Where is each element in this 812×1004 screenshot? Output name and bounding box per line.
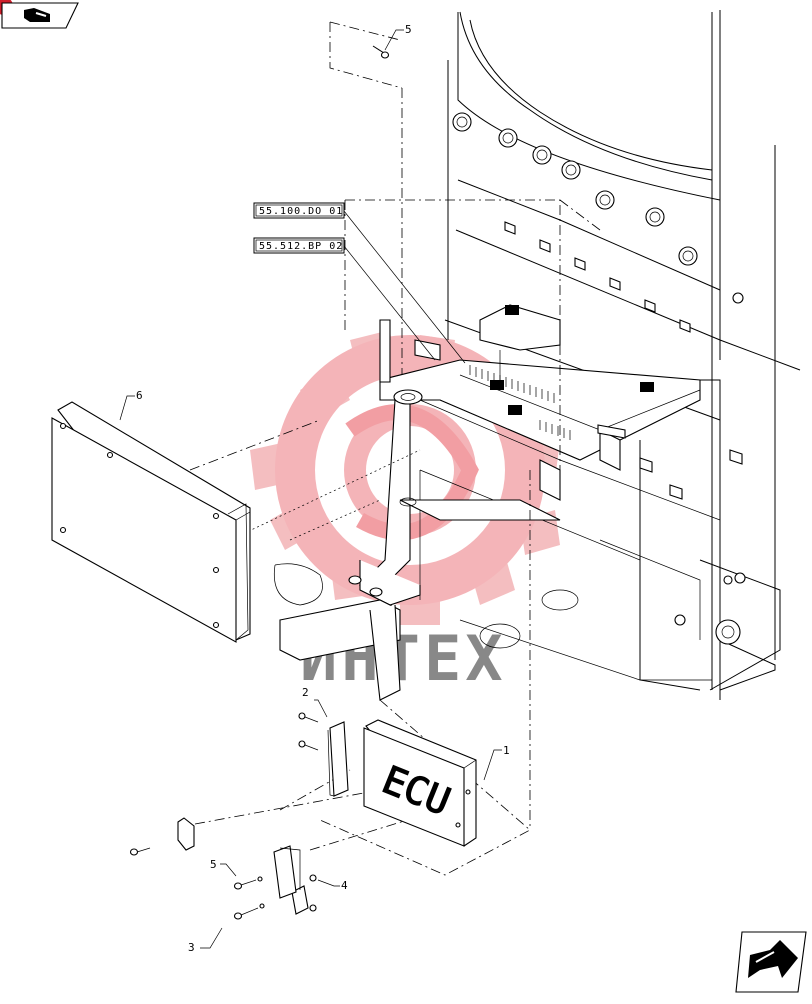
forward-nav-button[interactable] — [735, 931, 807, 993]
ecu-alignment-lines — [189, 199, 601, 876]
bolt-icon — [372, 45, 390, 59]
forward-arrow-icon — [748, 940, 798, 978]
reference-link-1[interactable]: 55.100.DO 01 — [253, 202, 345, 219]
callout-2: 2 — [302, 686, 309, 699]
nut-icon — [309, 874, 317, 912]
bolt-icon — [233, 903, 265, 920]
callout-4: 4 — [341, 879, 348, 892]
handle-bar — [129, 817, 309, 932]
reference-leader-2 — [343, 245, 436, 361]
frame-nuts — [674, 292, 746, 645]
lower-bracket — [233, 845, 317, 912]
connector-pins — [469, 365, 626, 440]
bolt-icon — [233, 876, 263, 890]
frame-clips — [504, 221, 743, 500]
callout-6: 6 — [136, 389, 143, 402]
callout-5-top: 5 — [405, 23, 412, 36]
callout-3: 3 — [188, 941, 195, 954]
back-nav-button[interactable] — [0, 0, 79, 29]
reference-label-2: 55.512.BP 02 — [259, 241, 343, 252]
bolt-icon — [129, 847, 151, 856]
reference-link-2[interactable]: 55.512.BP 02 — [253, 237, 345, 254]
reference-leader-1 — [343, 210, 466, 364]
bolt-icon — [298, 712, 319, 751]
ecu-cover-plate — [51, 401, 251, 643]
callout-5-low: 5 — [210, 858, 217, 871]
frame-holes — [452, 112, 698, 266]
back-arrow-icon — [24, 8, 50, 22]
callout-1: 1 — [503, 744, 510, 757]
ecu-module: ECU — [363, 719, 477, 847]
connector-blocks — [490, 305, 654, 415]
small-bracket — [298, 712, 349, 797]
reference-label-1: 55.100.DO 01 — [259, 206, 343, 217]
ecu-mounting-bracket — [273, 304, 701, 701]
